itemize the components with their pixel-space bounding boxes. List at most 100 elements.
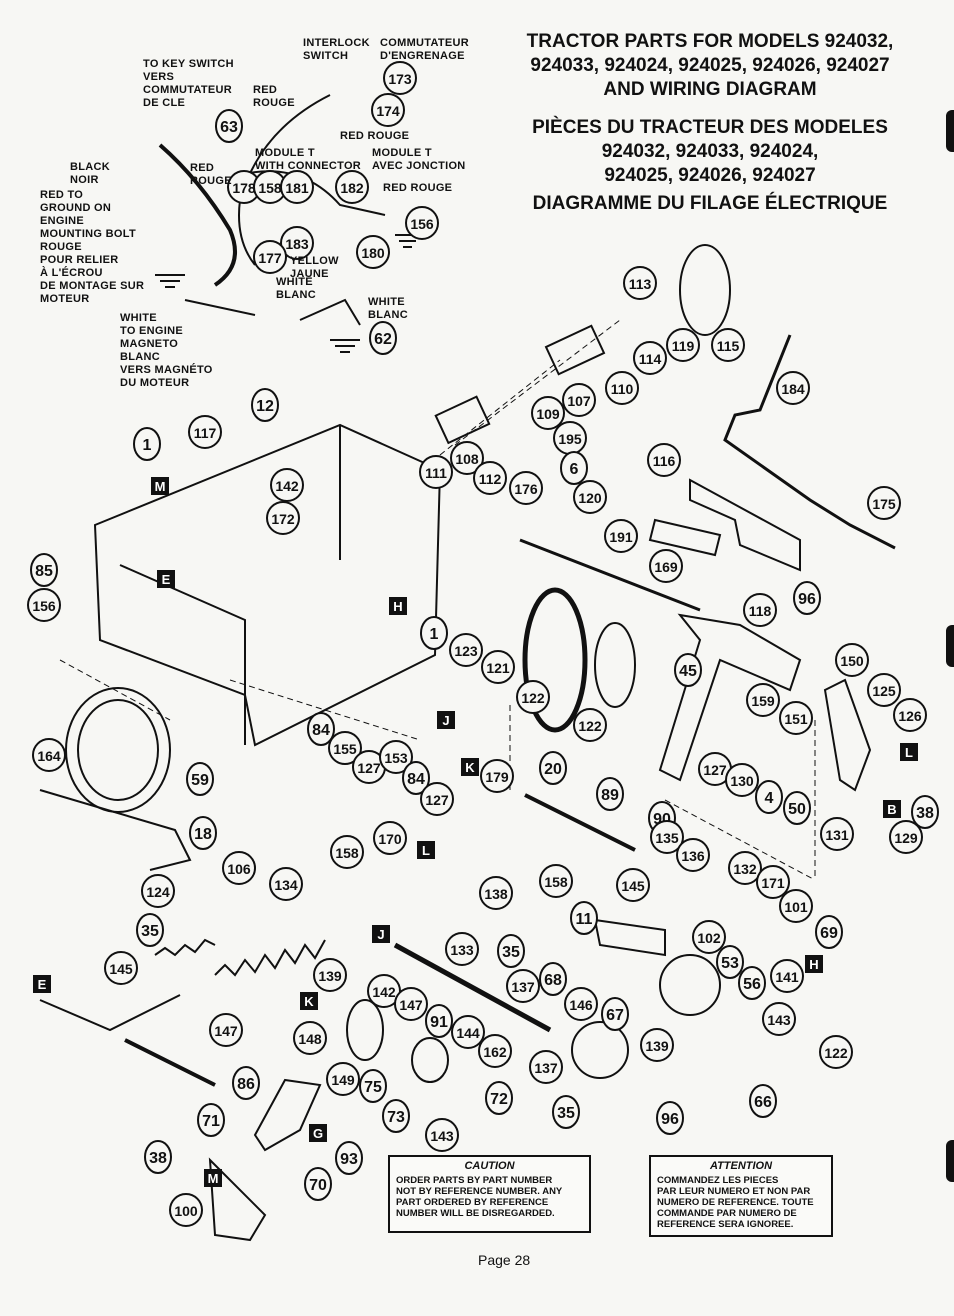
callout-circle: [640, 1028, 674, 1062]
callout-circle: [779, 889, 813, 923]
callout-93: 93: [335, 1141, 363, 1175]
callout-number: 101: [784, 899, 808, 915]
letter-tag-H: H: [805, 955, 823, 973]
callout-144: 144: [451, 1015, 485, 1049]
callout-162: 162: [478, 1034, 512, 1068]
callout-circle: [649, 549, 683, 583]
callout-149: 149: [326, 1062, 360, 1096]
callout-number: 11: [576, 911, 593, 928]
callout-66: 66: [749, 1084, 777, 1118]
title-block: TRACTOR PARTS FOR MODELS 924032, 924033,…: [490, 30, 930, 216]
callout-number: 158: [258, 180, 282, 196]
callout-number: 110: [611, 381, 634, 397]
callout-number: 121: [486, 660, 510, 676]
callout-number: 53: [721, 955, 739, 972]
callout-number: 169: [654, 559, 678, 575]
callout-132: 132: [728, 851, 762, 885]
callout-1: 1: [420, 616, 448, 650]
callout-147: 147: [209, 1013, 243, 1047]
letter-tag-box: [33, 975, 51, 993]
callout-127: 127: [420, 782, 454, 816]
letter-tag-box: [437, 711, 455, 729]
wire-white-right: [299, 298, 361, 326]
callout-circle: [326, 1062, 360, 1096]
callout-circle: [450, 441, 484, 475]
callout-number: 70: [309, 1177, 327, 1194]
callout-circle: [743, 593, 777, 627]
callout-170: 170: [373, 821, 407, 855]
callout-circle: [270, 468, 304, 502]
letter-tag-box: [300, 992, 318, 1010]
callout-number: 145: [109, 961, 133, 977]
callout-number: 91: [430, 1014, 448, 1031]
callout-number: 38: [916, 805, 934, 822]
callout-142: 142: [367, 974, 401, 1008]
callout-circle: [383, 61, 417, 95]
diagram-linework: [39, 94, 896, 1242]
frame-plate-left: [119, 564, 246, 695]
letter-tag-box: [389, 597, 407, 615]
callout-number: 131: [825, 827, 849, 843]
callout-circle: [479, 876, 513, 910]
letter-tag-text: J: [377, 927, 384, 942]
callout-circle: [820, 817, 854, 851]
callout-circle: [478, 1034, 512, 1068]
label-commutateur: COMMUTATEUR D'ENGRENAGE: [380, 37, 470, 62]
callout-69: 69: [815, 915, 843, 949]
callout-142: 142: [270, 468, 304, 502]
callout-circle: [356, 235, 390, 269]
gear-144: [571, 1021, 629, 1079]
letter-tag-text: M: [155, 479, 166, 494]
callout-number: 63: [220, 119, 238, 136]
letter-tag-text: E: [38, 977, 47, 992]
callout-circle: [692, 920, 726, 954]
callout-number: 86: [237, 1076, 255, 1093]
callout-123: 123: [449, 633, 483, 667]
title-en-line3: AND WIRING DIAGRAM: [603, 79, 817, 100]
callout-circle: [367, 974, 401, 1008]
callout-circle: [623, 266, 657, 300]
letter-tag-J: J: [372, 925, 390, 943]
callout-circle: [307, 712, 335, 746]
callout-circle: [604, 519, 638, 553]
letter-tag-text: J: [442, 713, 449, 728]
callout-114: 114: [633, 341, 667, 375]
letter-tag-text: K: [304, 994, 314, 1009]
label-module-t-en: MODULE T WITH CONNECTOR: [255, 147, 362, 172]
callout-circle: [335, 170, 369, 204]
callout-139: 139: [640, 1028, 674, 1062]
callout-circle: [560, 451, 588, 485]
callout-20: 20: [539, 751, 567, 785]
bushing-110: [544, 324, 606, 376]
callout-number: 127: [703, 762, 727, 778]
callout-38: 38: [911, 795, 939, 829]
callout-84: 84: [307, 712, 335, 746]
callout-18: 18: [189, 816, 217, 850]
callout-number: 179: [485, 769, 509, 785]
callout-195: 195: [553, 421, 587, 455]
callout-circle: [169, 1193, 203, 1227]
callout-6: 6: [560, 451, 588, 485]
attention-box: ATTENTION COMMANDEZ LES PIECES PAR LEUR …: [649, 1155, 833, 1237]
callout-circle: [425, 1118, 459, 1152]
bracket-59: [39, 789, 192, 871]
callout-circle: [596, 777, 624, 811]
callout-number: 116: [653, 453, 676, 469]
bushing-108: [434, 395, 491, 445]
callout-number: 71: [202, 1113, 220, 1130]
pulley-89: [65, 687, 171, 813]
callout-circle: [676, 838, 710, 872]
sprocket-68: [659, 954, 721, 1016]
callout-circle: [481, 650, 515, 684]
callout-number: 148: [298, 1031, 322, 1047]
callout-number: 150: [840, 653, 864, 669]
callout-circle: [373, 821, 407, 855]
letter-tag-box: [151, 477, 169, 495]
callout-number: 176: [514, 481, 538, 497]
callout-circle: [197, 1103, 225, 1137]
callout-number: 182: [340, 180, 364, 196]
letter-tag-text: H: [393, 599, 402, 614]
callout-number: 89: [601, 787, 619, 804]
pulley-89-inner: [77, 699, 159, 801]
